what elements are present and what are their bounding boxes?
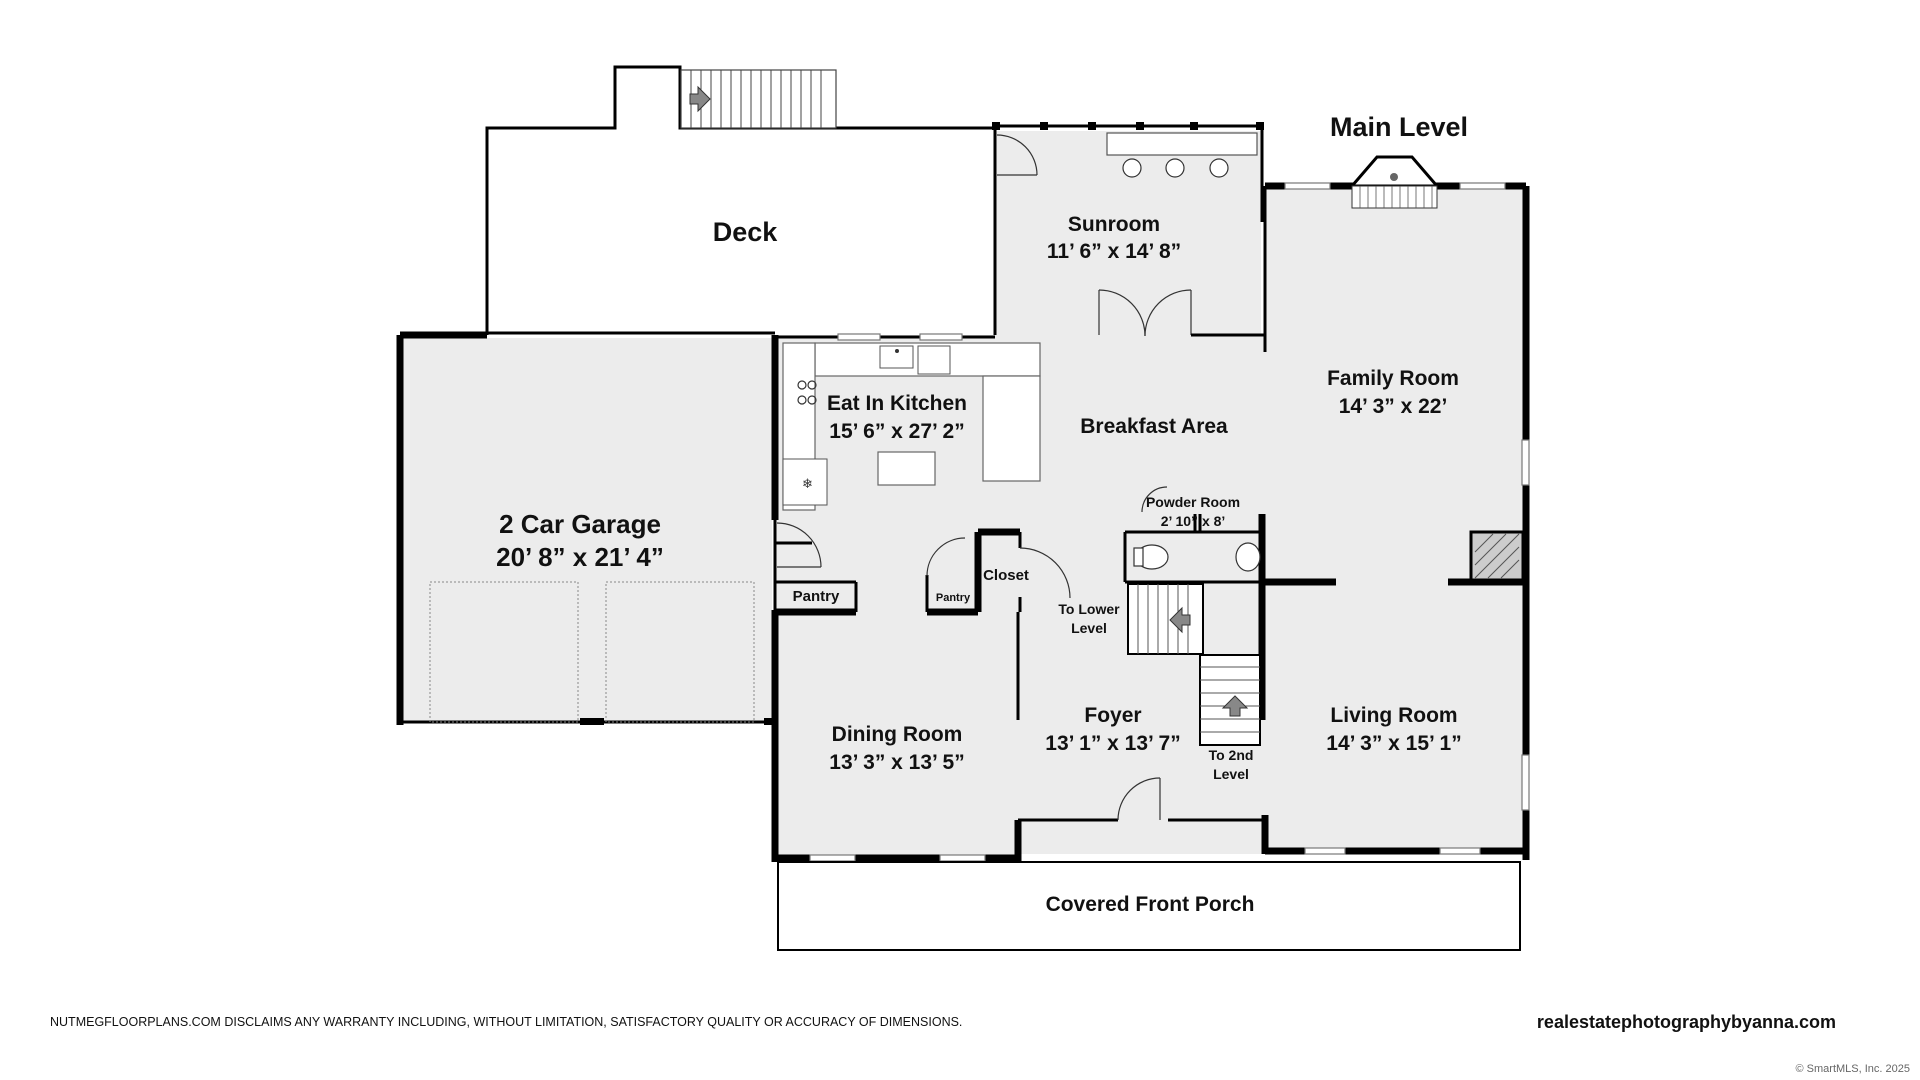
deck-outline <box>485 65 995 335</box>
stairs-lower <box>1127 583 1204 655</box>
foyer-dims: 13’ 1” x 13’ 7” <box>1045 732 1180 755</box>
fireplace <box>1348 155 1441 209</box>
garage-dims: 20’ 8” x 21’ 4” <box>496 542 664 572</box>
powder-room-dims: 2’ 10” x 8’ <box>1161 513 1226 529</box>
sunroom-label: Sunroom <box>1068 213 1160 236</box>
snowflake-icon: ❄ <box>802 476 813 491</box>
stairs-upper-label: To 2nd <box>1209 747 1254 763</box>
powder-room-label: Powder Room <box>1146 494 1240 510</box>
pantry-left-label: Pantry <box>793 588 840 605</box>
dining-room-label: Dining Room <box>832 723 963 746</box>
porch-label: Covered Front Porch <box>1046 893 1255 916</box>
sunroom-dims: 11’ 6” x 14’ 8” <box>1047 240 1181 263</box>
interior-walls: ❄ <box>775 342 1526 720</box>
deck-stair-arrow-icon <box>689 85 711 113</box>
breakfast-label: Breakfast Area <box>1080 415 1228 438</box>
level-title: Main Level <box>1330 112 1468 142</box>
garage-doors <box>429 581 755 723</box>
family-room-windows <box>1284 182 1530 811</box>
living-window <box>1439 847 1481 855</box>
kitchen-window <box>919 333 963 341</box>
family-room-label: Family Room <box>1327 367 1459 390</box>
sunroom-french-doors <box>1098 289 1192 337</box>
pantry-small-label: Pantry <box>936 592 971 604</box>
doors <box>776 486 1168 821</box>
dining-window <box>939 854 986 862</box>
deck-label: Deck <box>713 217 779 247</box>
sunroom-walls <box>992 122 1264 335</box>
copyright-text: © SmartMLS, Inc. 2025 <box>1795 1063 1911 1075</box>
powder-room-fixtures <box>1133 542 1261 572</box>
living-room-dims: 14’ 3” x 15’ 1” <box>1326 732 1461 755</box>
living-window <box>1304 847 1346 855</box>
family-room-dims: 14’ 3” x 22’ <box>1339 395 1448 418</box>
stairs-lower-label: To Lower <box>1058 601 1120 617</box>
dining-window <box>809 854 856 862</box>
stairs-upper <box>1199 654 1261 746</box>
stairs-lower-label-2: Level <box>1071 620 1107 636</box>
disclaimer-text: NUTMEGFLOORPLANS.COM DISCLAIMS ANY WARRA… <box>50 1015 963 1029</box>
chimney <box>1469 530 1525 584</box>
kitchen-window <box>837 333 881 341</box>
foyer-label: Foyer <box>1084 704 1141 727</box>
living-room-label: Living Room <box>1330 704 1457 727</box>
stairs-upper-label-2: Level <box>1213 766 1249 782</box>
porch-outline <box>777 861 1521 951</box>
garage-label: 2 Car Garage <box>499 509 661 539</box>
closet-label: Closet <box>983 567 1029 584</box>
kitchen-dims: 15’ 6” x 27’ 2” <box>829 420 964 443</box>
kitchen-label: Eat In Kitchen <box>827 392 967 415</box>
dining-room-dims: 13’ 3” x 13’ 5” <box>829 751 964 774</box>
website-link[interactable]: realestatephotographybyanna.com <box>1536 1012 1836 1032</box>
